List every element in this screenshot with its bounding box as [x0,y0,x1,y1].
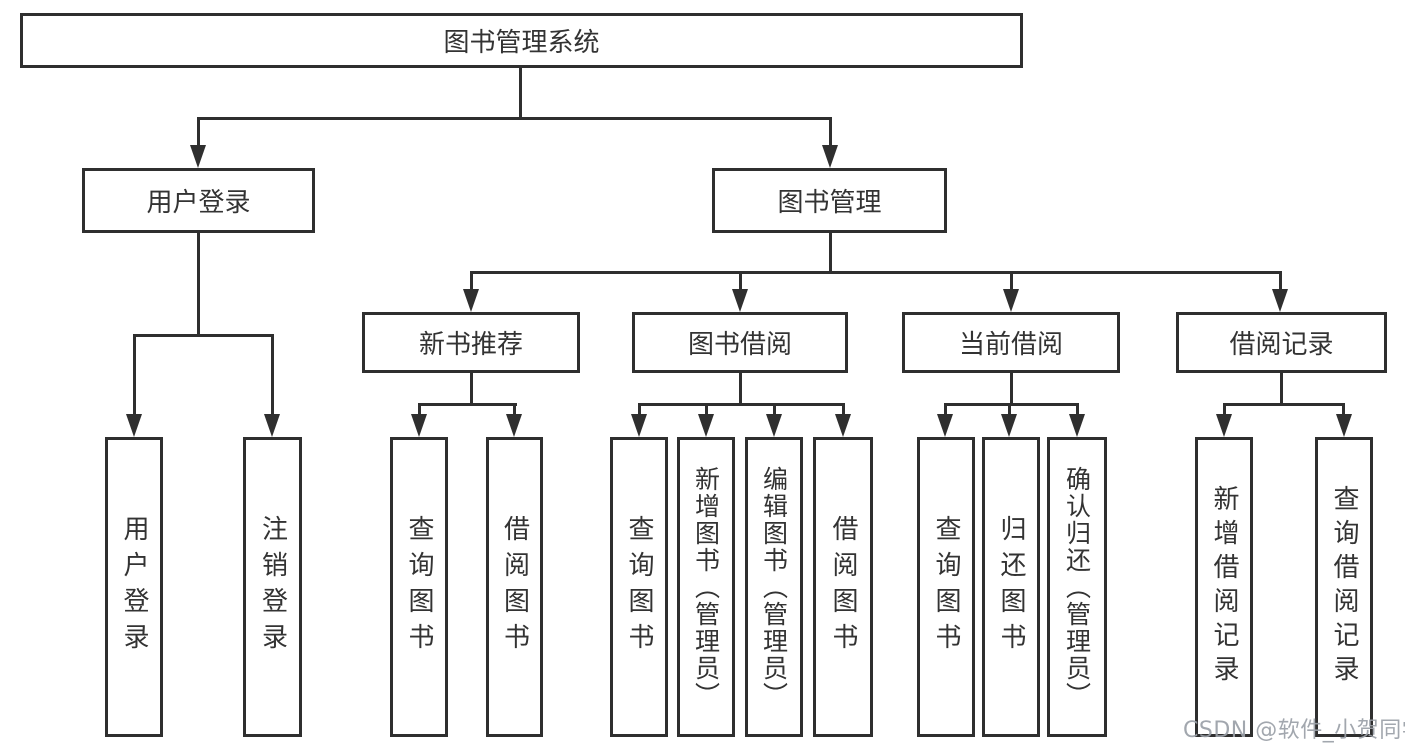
connector-bookborrow-stub [739,371,742,406]
connector-drop-cb-query [944,403,947,417]
node-label: 图书借阅 [687,330,792,360]
arrowhead-ul-logout [264,414,280,437]
node-label: 用户登录 [119,515,149,659]
arrowhead-cb-query [937,414,953,437]
node-label: 查询借阅记录 [1329,485,1359,689]
connector-drop-nb-borrow [513,403,516,417]
connector-drop-br-add [1223,403,1226,417]
node-leaf-user-login: 用户登录 [105,437,163,737]
arrowhead-book-borrow [732,289,748,312]
node-leaf-add-borrow-record: 新增借阅记录 [1195,437,1253,737]
node-library-management-system: 图书管理系统 [20,13,1023,68]
node-label: 查询图书 [624,515,654,659]
node-leaf-confirm-return-admin: 确认归还（管理员） [1047,437,1107,737]
arrowhead-nb-query [411,414,427,437]
connector-drop-bb-edit [773,403,776,417]
node-leaf-query-books-recommend: 查询图书 [390,437,448,737]
connector-drop-cb-confirm [1076,403,1079,417]
node-user-login: 用户登录 [82,168,315,233]
arrowhead-bb-borrow [835,414,851,437]
connector-userlogin-hbar [133,334,274,337]
arrowhead-br-add [1216,414,1232,437]
node-leaf-query-books-borrow: 查询图书 [610,437,668,737]
arrowhead-cb-return [1001,414,1017,437]
node-label: 注销登录 [257,515,288,659]
arrowhead-book-mgmt [822,145,838,168]
csdn-watermark: CSDN @软件_小贺同学 [1183,718,1405,743]
node-label: 归还图书 [996,515,1026,659]
node-leaf-borrow-books-recommend: 借阅图书 [486,437,543,737]
connector-drop-bb-query [638,403,641,417]
node-label: 新增图书（管理员） [691,465,721,709]
node-label: 当前借阅 [958,330,1063,360]
connector-level3-hbar [470,271,1282,274]
node-leaf-query-borrow-record: 查询借阅记录 [1315,437,1373,737]
node-label: 查询图书 [931,515,961,659]
node-label: 图书管理 [777,188,882,218]
connector-level1-hbar [197,117,832,120]
arrowhead-current-borrow [1003,289,1019,312]
connector-drop-new-book [470,271,473,291]
node-label: 查询图书 [404,515,434,659]
node-label: 用户登录 [146,188,251,218]
node-book-borrowing: 图书借阅 [632,312,848,373]
connector-borrowrecord-stub [1280,371,1283,406]
arrowhead-cb-confirm [1069,414,1085,437]
node-current-borrowing: 当前借阅 [902,312,1120,373]
arrowhead-user-login [190,145,206,168]
connector-drop-bb-add [705,403,708,417]
node-new-book-recommend: 新书推荐 [362,312,580,373]
node-label: 编辑图书（管理员） [759,465,789,709]
connector-drop-bb-borrow [842,403,845,417]
connector-currentborrow-hbar [944,403,1079,406]
arrowhead-bb-edit [766,414,782,437]
connector-root-stub [519,65,522,119]
connector-drop-user-login [197,117,200,149]
connector-bookborrow-hbar [638,403,845,406]
node-leaf-query-books-current: 查询图书 [917,437,975,737]
node-label: 借阅图书 [499,515,530,659]
connector-drop-cb-return [1008,403,1011,417]
arrowhead-nb-borrow [506,414,522,437]
node-label: 新书推荐 [418,330,523,360]
arrowhead-ul-login [126,414,142,437]
connector-drop-br-query [1342,403,1345,417]
node-leaf-edit-books-admin: 编辑图书（管理员） [745,437,803,737]
node-label: 借阅记录 [1229,330,1334,360]
connector-drop-book-mgmt [829,117,832,149]
node-borrowing-records: 借阅记录 [1176,312,1387,373]
connector-drop-ul-logout [271,334,274,416]
connector-newbook-hbar [418,403,517,406]
connector-userlogin-stub [197,231,200,337]
connector-drop-current-borrow [1010,271,1013,291]
node-book-management: 图书管理 [712,168,947,233]
connector-currentborrow-stub [1010,371,1013,406]
arrowhead-br-query [1336,414,1352,437]
connector-drop-borrow-record [1279,271,1282,291]
node-label: 图书管理系统 [443,28,600,58]
node-label: 确认归还（管理员） [1062,465,1092,709]
connector-drop-ul-login [133,334,136,416]
node-leaf-borrow-books: 借阅图书 [813,437,873,737]
connector-newbook-stub [470,371,473,406]
node-label: 新增借阅记录 [1209,485,1239,689]
arrowhead-bb-add [698,414,714,437]
node-label: 借阅图书 [828,515,858,659]
arrowhead-new-book [463,289,479,312]
arrowhead-bb-query [631,414,647,437]
connector-borrowrecord-hbar [1223,403,1345,406]
arrowhead-borrow-record [1272,289,1288,312]
connector-drop-book-borrow [739,271,742,291]
node-leaf-logout: 注销登录 [243,437,302,737]
node-leaf-add-books-admin: 新增图书（管理员） [677,437,735,737]
node-leaf-return-books: 归还图书 [982,437,1040,737]
connector-drop-nb-query [418,403,421,417]
connector-bookmgmt-stub [829,231,832,274]
